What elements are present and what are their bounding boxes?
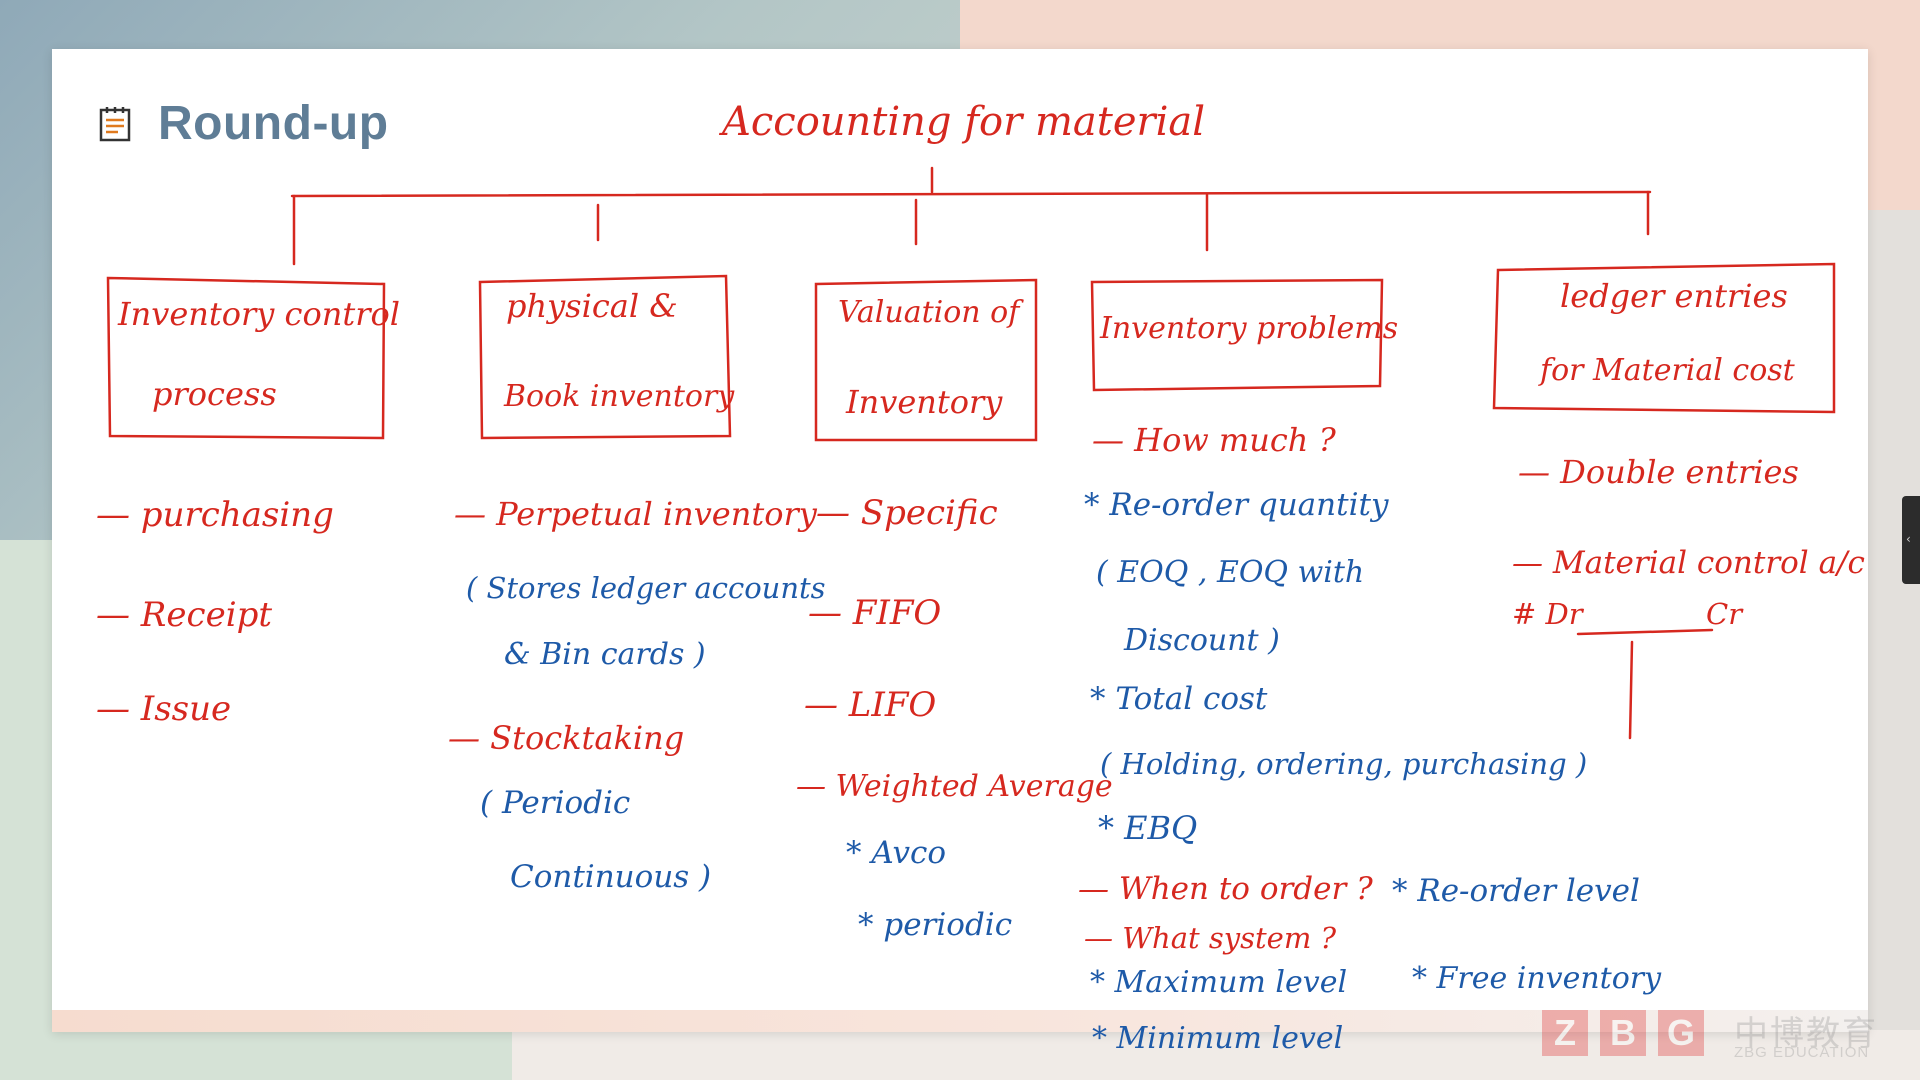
t-account-line [1628, 640, 1634, 740]
col2-perpetual-note-line1: ( Stores ledger accounts [466, 571, 826, 605]
background-panel-bottom [512, 1030, 1920, 1080]
zbg-watermark-logo: Z B G 中博教育 ZBG EDUCATION [1542, 1006, 1902, 1061]
col2-stocktaking-note-line2: Continuous ) [510, 859, 712, 895]
side-panel-toggle[interactable]: ‹ [1902, 496, 1920, 584]
box-physical-book-line1: physical & [506, 287, 678, 325]
col4-what-system: — What system ? [1084, 921, 1337, 955]
box-outline [1090, 278, 1384, 392]
col3-lifo: — LIFO [804, 685, 937, 725]
watermark-letter: G [1658, 1010, 1704, 1056]
slide-bottom-band [52, 1010, 1868, 1032]
col4-eoq-line1: ( EOQ , EOQ with [1096, 555, 1365, 590]
col3-periodic: * periodic [858, 907, 1013, 943]
col4-maximum-level: * Maximum level [1090, 965, 1348, 1000]
box-outline [1492, 262, 1836, 414]
box-ledger-entries-line1: ledger entries [1560, 277, 1788, 315]
col5-cr: Cr [1706, 597, 1743, 631]
col2-perpetual-note-line2: & Bin cards ) [504, 637, 706, 672]
box-inventory-control-line1: Inventory control [118, 295, 400, 333]
col5-material-control: — Material control a/c [1512, 545, 1865, 581]
col4-how-much: — How much ? [1092, 421, 1336, 459]
slide-title: Round-up [158, 97, 389, 150]
background-panel-grey [1860, 210, 1920, 1080]
box-valuation-line2: Inventory [846, 383, 1003, 421]
col4-total-cost: * Total cost [1090, 681, 1268, 717]
watermark-chinese-text: 中博教育 [1734, 1014, 1878, 1054]
box-ledger-entries-line2: for Material cost [1540, 353, 1795, 388]
box-inventory-problems-line1: Inventory problems [1100, 311, 1399, 346]
col3-avco: * Avco [846, 835, 947, 871]
diagram-heading: Accounting for material [722, 99, 1206, 145]
t-account-line [1576, 628, 1714, 636]
notepad-icon [99, 107, 131, 142]
col3-specific: — Specific [816, 493, 998, 533]
box-physical-book-line2: Book inventory [504, 379, 735, 414]
col4-reorder-level: * Re-order level [1392, 873, 1640, 909]
col4-when-to-order: — When to order ? [1078, 871, 1373, 907]
col3-fifo: — FIFO [808, 593, 942, 633]
col4-ebq: * EBQ [1098, 809, 1198, 847]
col2-perpetual-inventory: — Perpetual inventory [454, 495, 817, 533]
watermark-letter: B [1600, 1010, 1646, 1056]
chevron-left-icon: ‹ [1906, 532, 1911, 546]
box-outline [814, 278, 1038, 442]
col5-dr: # Dr [1512, 597, 1583, 631]
box-outline [106, 276, 386, 440]
col2-stocktaking: — Stocktaking [448, 719, 685, 757]
box-valuation-line1: Valuation of [838, 295, 1020, 330]
col3-weighted-average: — Weighted Average [796, 769, 1113, 804]
col1-receipt: — Receipt [96, 595, 272, 635]
col4-eoq-line2: Discount ) [1124, 623, 1280, 658]
box-inventory-control-line2: process [152, 375, 277, 413]
col4-reorder-quantity: * Re-order quantity [1084, 487, 1389, 523]
col5-double-entries: — Double entries [1518, 453, 1799, 491]
box-outline [478, 274, 732, 440]
tree-branch-line [290, 190, 1652, 198]
col4-free-inventory: * Free inventory [1412, 961, 1662, 996]
col4-minimum-level: * Minimum level [1092, 1021, 1344, 1056]
col2-stocktaking-note-line1: ( Periodic [480, 785, 631, 821]
slide-canvas [52, 49, 1868, 1032]
col1-purchasing: — purchasing [96, 495, 334, 535]
col1-issue: — Issue [96, 689, 232, 729]
watermark-letter: Z [1542, 1010, 1588, 1056]
watermark-english-text: ZBG EDUCATION [1734, 1044, 1870, 1061]
col4-cost-breakdown: ( Holding, ordering, purchasing ) [1100, 747, 1588, 781]
